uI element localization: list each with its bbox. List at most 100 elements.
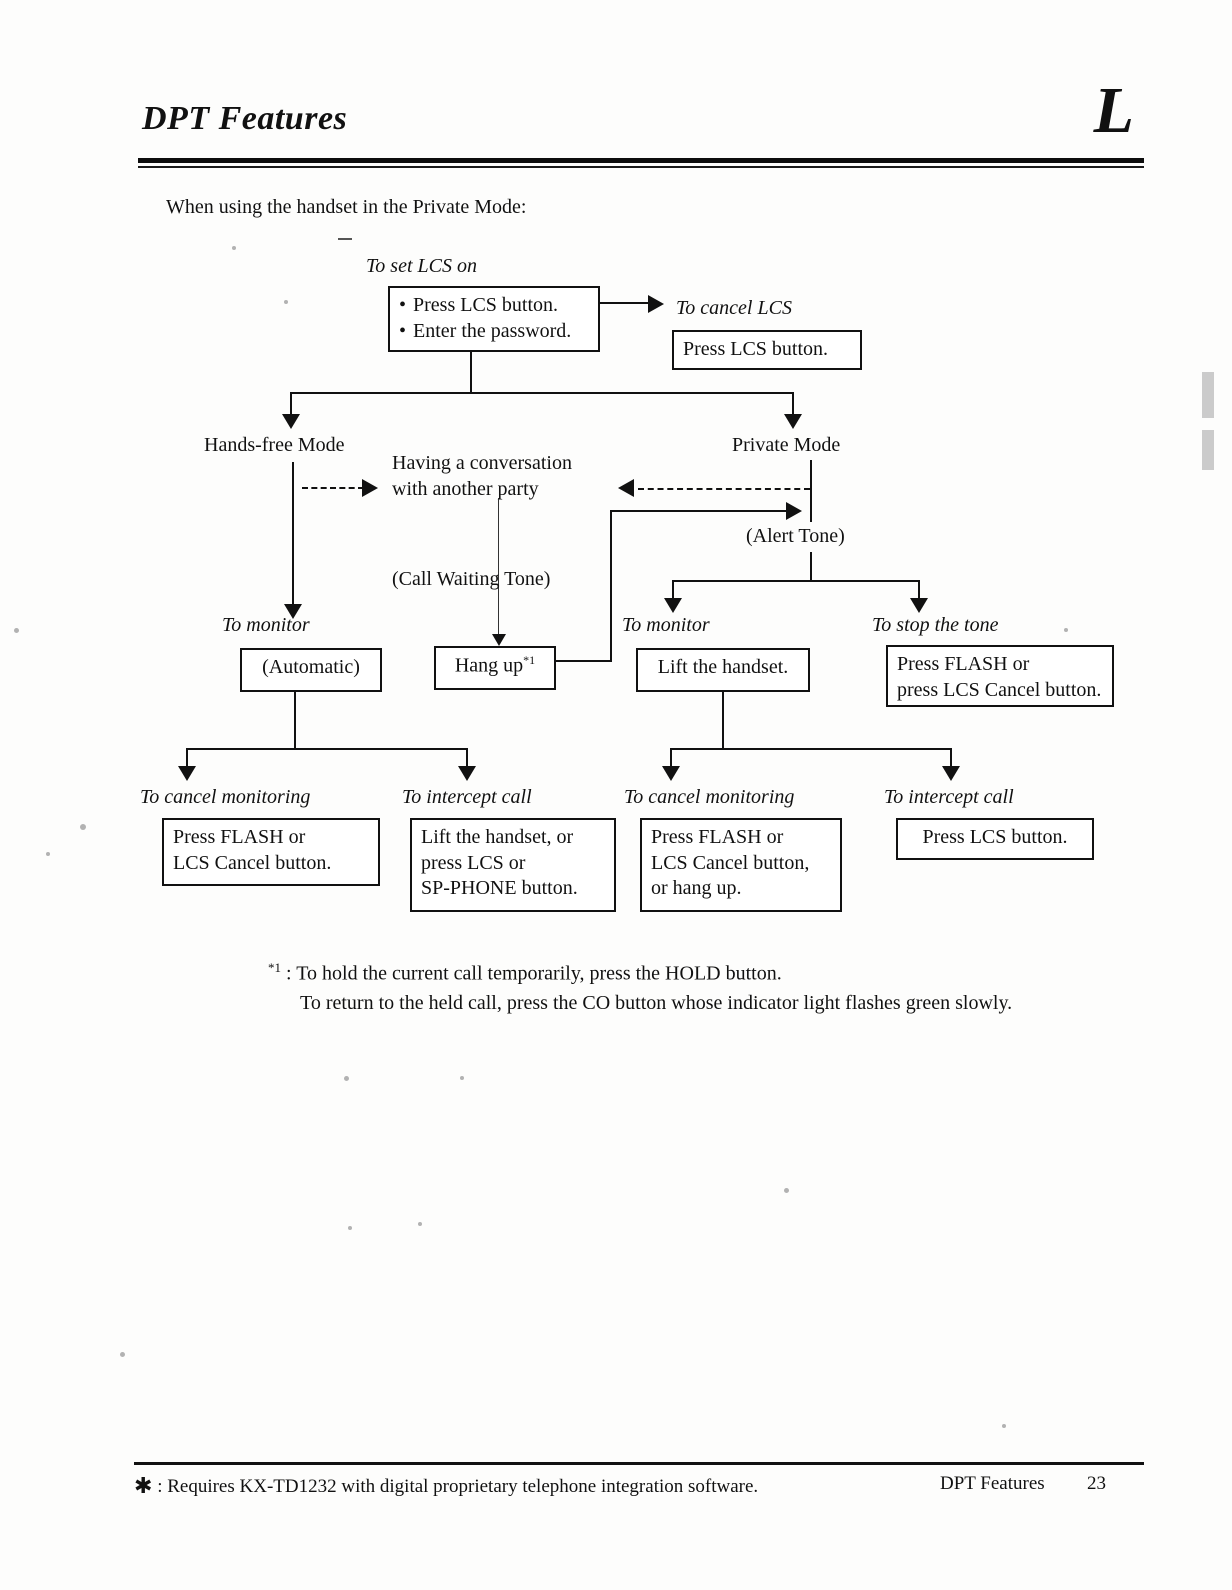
box-cancel-monitoring-1-line-2: LCS Cancel button.: [173, 851, 332, 874]
label-to-cancel-lcs: To cancel LCS: [676, 297, 792, 319]
box-set-lcs-on: Press LCS button. Enter the password.: [388, 286, 600, 352]
label-conversation-line-2: with another party: [392, 478, 539, 500]
footer-note-text: : Requires KX-TD1232 with digital propri…: [152, 1476, 759, 1497]
arrowhead-dashed-to-conversation-left: [618, 479, 634, 497]
arrowhead-intercept-call-2: [942, 766, 960, 781]
box-hang-up-line-1: Hang up: [454, 654, 524, 677]
scan-speck: [14, 628, 19, 633]
footnote-line-1: *1 : To hold the current call temporaril…: [268, 960, 782, 986]
label-hands-free-mode: Hands-free Mode: [204, 434, 345, 456]
arrowhead-to-hang-up: [492, 634, 506, 646]
box-stop-tone-line-2: press LCS Cancel button.: [897, 678, 1102, 701]
connector-alert-split-left: [672, 580, 674, 602]
scan-edge-mark: [1202, 430, 1214, 470]
connector-lift-split-left: [670, 748, 672, 770]
footer-note: ✱ : Requires KX-TD1232 with digital prop…: [134, 1473, 758, 1499]
connector-automatic-split-left: [186, 748, 188, 770]
asterisk-icon: ✱: [134, 1473, 153, 1498]
connector-split-left-drop: [290, 392, 292, 418]
box-cancel-monitoring-1: Press FLASH or LCS Cancel button.: [162, 818, 380, 886]
footnote-text-1: To hold the current call temporarily, pr…: [296, 962, 782, 985]
scan-speck: [46, 852, 50, 856]
arrowhead-hands-free-to-monitor: [284, 604, 302, 619]
section-tab-letter: L: [1093, 74, 1134, 147]
box-lift-handset-line-1: Lift the handset.: [657, 656, 789, 678]
header-rule-thick: [138, 158, 1144, 163]
arrowhead-to-stop-the-tone: [910, 598, 928, 613]
label-to-set-lcs-on: To set LCS on: [366, 255, 477, 277]
connector-lift-split-right: [950, 748, 952, 770]
connector-call-waiting-stem: [498, 498, 499, 638]
arrowhead-hands-free-mode: [282, 414, 300, 429]
box-intercept-call-1-line-1: Lift the handset, or: [421, 826, 574, 848]
box-intercept-call-1-line-2: press LCS or: [421, 851, 526, 874]
box-cancel-monitoring-2-line-2: LCS Cancel button,: [651, 851, 810, 874]
label-to-intercept-call-2: To intercept call: [884, 786, 1014, 808]
connector-automatic-split-right: [466, 748, 468, 770]
box-lift-handset: Lift the handset.: [636, 648, 810, 692]
connector-hands-free-down: [292, 462, 294, 610]
label-private-mode: Private Mode: [732, 434, 841, 456]
box-stop-tone: Press FLASH or press LCS Cancel button.: [886, 645, 1114, 707]
label-to-monitor-right: To monitor: [622, 614, 710, 636]
scan-speck: [460, 1076, 464, 1080]
connector-lift-handset-stem: [722, 692, 724, 750]
page-title: DPT Features: [142, 100, 348, 137]
label-to-intercept-call-1: To intercept call: [402, 786, 532, 808]
arrowhead-private-mode: [784, 414, 802, 429]
box-set-lcs-line-1: Press LCS button.: [399, 293, 589, 319]
connector-lift-split-bar: [670, 748, 952, 750]
box-set-lcs-line-2: Enter the password.: [399, 319, 589, 345]
connector-automatic-stem: [294, 692, 296, 750]
arrowhead-intercept-call-1: [458, 766, 476, 781]
box-cancel-lcs: Press LCS button.: [672, 330, 862, 370]
label-alert-tone: (Alert Tone): [746, 525, 845, 547]
box-intercept-call-2: Press LCS button.: [896, 818, 1094, 860]
scan-speck: [80, 824, 86, 830]
header-rule-thin: [138, 166, 1144, 168]
footer-page-number: 23: [1087, 1473, 1106, 1494]
connector-hangup-exit: [556, 660, 612, 662]
connector-automatic-split-bar: [186, 748, 468, 750]
scan-speck: [344, 1076, 349, 1081]
scan-speck: [784, 1188, 789, 1193]
label-to-stop-the-tone: To stop the tone: [872, 614, 999, 636]
box-automatic-line-1: (Automatic): [262, 656, 360, 678]
footnote-marker-hang-up: *1: [523, 653, 536, 667]
arrowhead-hangup-to-private: [786, 502, 802, 520]
intro-text: When using the handset in the Private Mo…: [166, 196, 527, 218]
box-automatic: (Automatic): [240, 648, 382, 692]
footnote-text-2: To return to the held call, press the CO…: [300, 992, 1013, 1014]
scan-speck: [418, 1222, 422, 1226]
box-cancel-lcs-line-1: Press LCS button.: [683, 338, 829, 360]
connector-hangup-riser: [610, 510, 612, 662]
scan-speck: [284, 300, 288, 304]
scan-speck: [348, 1226, 352, 1230]
connector-hangup-to-private: [610, 510, 790, 512]
footnote-marker: *1: [268, 960, 281, 975]
connector-dashed-handsfree-to-conversation: [302, 487, 364, 489]
box-intercept-call-1-line-3: SP-PHONE button.: [421, 877, 578, 900]
scan-edge-mark: [1202, 372, 1214, 418]
connector-split-right-drop: [792, 392, 794, 418]
label-to-cancel-monitoring-1: To cancel monitoring: [140, 786, 311, 808]
footer-rule: [134, 1462, 1144, 1465]
label-to-cancel-monitoring-2: To cancel monitoring: [624, 786, 795, 808]
connector-split-bar: [290, 392, 794, 394]
arrowhead-to-monitor-right: [664, 598, 682, 613]
footer-section: DPT Features: [940, 1473, 1045, 1494]
connector-set-to-cancel: [600, 302, 650, 304]
connector-alert-split-right: [918, 580, 920, 602]
box-intercept-call-2-line-1: Press LCS button.: [922, 826, 1068, 848]
label-to-monitor-left: To monitor: [222, 614, 310, 636]
box-cancel-monitoring-2: Press FLASH or LCS Cancel button, or han…: [640, 818, 842, 912]
box-cancel-monitoring-2-line-3: or hang up.: [651, 877, 742, 900]
scan-speck: [120, 1352, 125, 1357]
connector-alert-split-bar: [672, 580, 920, 582]
label-conversation-line-1: Having a conversation: [392, 452, 572, 474]
scan-artifact-dash: [338, 238, 352, 240]
label-call-waiting-tone: (Call Waiting Tone): [392, 568, 551, 590]
box-hang-up: Hang up*1: [434, 646, 556, 690]
connector-split-stem: [470, 352, 472, 394]
connector-dashed-private-to-conversation: [638, 488, 810, 490]
